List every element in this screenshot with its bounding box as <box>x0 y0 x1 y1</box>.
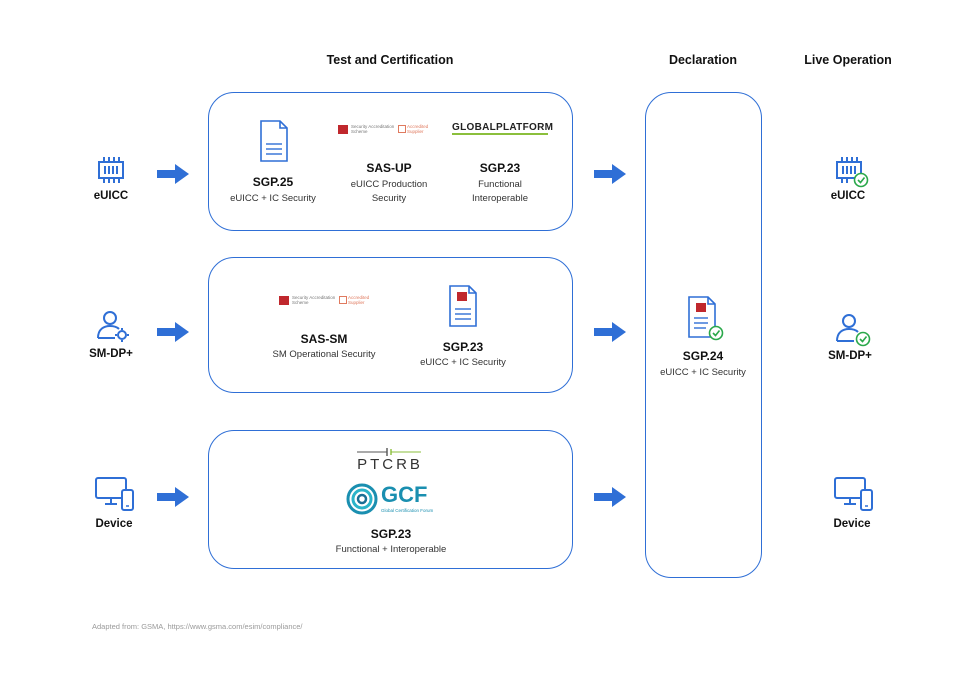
certification-box-device <box>208 430 573 569</box>
certification-box-euicc <box>208 92 573 231</box>
sasup-desc-2: Security <box>371 193 407 204</box>
sassm-title: SAS-SM <box>300 332 348 346</box>
chip-check-icon <box>834 155 870 194</box>
arrow-right-icon <box>157 322 189 347</box>
arrow-right-icon <box>157 164 189 189</box>
sas-logo: Security Accreditation Scheme Accredited… <box>338 123 443 137</box>
user-check-icon <box>834 310 874 353</box>
source-footnote: Adapted from: GSMA, https://www.gsma.com… <box>92 622 303 631</box>
ptcrb-logo: PTCRB <box>357 456 423 473</box>
sas-logo-text-1: Security Accreditation <box>292 295 336 300</box>
left-label-euicc: eUICC <box>93 190 129 202</box>
sgp23-title-box3: SGP.23 <box>370 527 412 541</box>
badge-check-icon <box>398 125 406 133</box>
header-test-certification: Test and Certification <box>326 53 454 67</box>
sas-badge-text-1: Accredited <box>407 124 429 129</box>
gsma-logo <box>338 125 348 134</box>
arrow-right-icon <box>157 487 189 512</box>
sas-badge-text-1: Accredited <box>348 295 370 300</box>
right-label-device: Device <box>833 518 871 530</box>
gcf-logo-subtext: Global Certification Forum <box>381 508 434 513</box>
arrow-right-icon <box>594 487 626 512</box>
sgp24-title: SGP.24 <box>682 349 724 363</box>
ptcrb-line-icon <box>357 444 421 462</box>
sassm-desc: SM Operational Security <box>272 349 376 360</box>
sgp24-desc: eUICC + IC Security <box>660 367 746 378</box>
header-declaration: Declaration <box>668 53 738 67</box>
document-check-icon <box>688 296 724 347</box>
gcf-logo-text: GCF <box>381 482 428 507</box>
badge-check-icon <box>339 296 347 304</box>
right-label-euicc: eUICC <box>830 190 866 202</box>
sgp25-desc: eUICC + IC Security <box>230 193 316 204</box>
device-icon <box>95 476 135 517</box>
sgp23-desc-box3: Functional + Interoperable <box>335 544 447 555</box>
globalplatform-logo: GLOBALPLATFORM <box>452 122 554 135</box>
header-live-operation: Live Operation <box>804 53 892 67</box>
sgp25-title: SGP.25 <box>252 175 294 189</box>
sasup-desc-1: eUICC Production <box>350 179 428 190</box>
sgp23-title-box1: SGP.23 <box>479 161 521 175</box>
certification-box-smdp <box>208 257 573 393</box>
sas-badge-text-2: Supplier <box>407 129 424 134</box>
sas-badge-text-2: Supplier <box>348 300 365 305</box>
sas-logo-text-1: Security Accreditation <box>351 124 395 129</box>
left-label-device: Device <box>95 518 133 530</box>
sgp23-desc2-box1: Interoperable <box>472 193 528 204</box>
gcf-logo-icon <box>346 483 378 520</box>
document-icon <box>449 285 477 332</box>
arrow-right-icon <box>594 164 626 189</box>
chip-icon <box>96 155 126 190</box>
sgp23-desc1-box1: Functional <box>478 179 522 190</box>
sas-logo: Security Accreditation Scheme Accredited… <box>279 294 384 308</box>
gsma-logo <box>279 296 289 305</box>
sas-logo-text-2: Scheme <box>292 300 309 305</box>
declaration-box <box>645 92 762 578</box>
left-label-smdp: SM-DP+ <box>89 348 133 360</box>
sasup-title: SAS-UP <box>366 161 412 175</box>
arrow-right-icon <box>594 322 626 347</box>
right-label-smdp: SM-DP+ <box>828 350 872 362</box>
sas-logo-text-2: Scheme <box>351 129 368 134</box>
device-icon <box>834 476 874 517</box>
sgp23-desc-box2: eUICC + IC Security <box>420 357 506 368</box>
sgp23-title-box2: SGP.23 <box>442 340 484 354</box>
user-gear-icon <box>95 307 131 348</box>
document-icon <box>260 120 288 167</box>
